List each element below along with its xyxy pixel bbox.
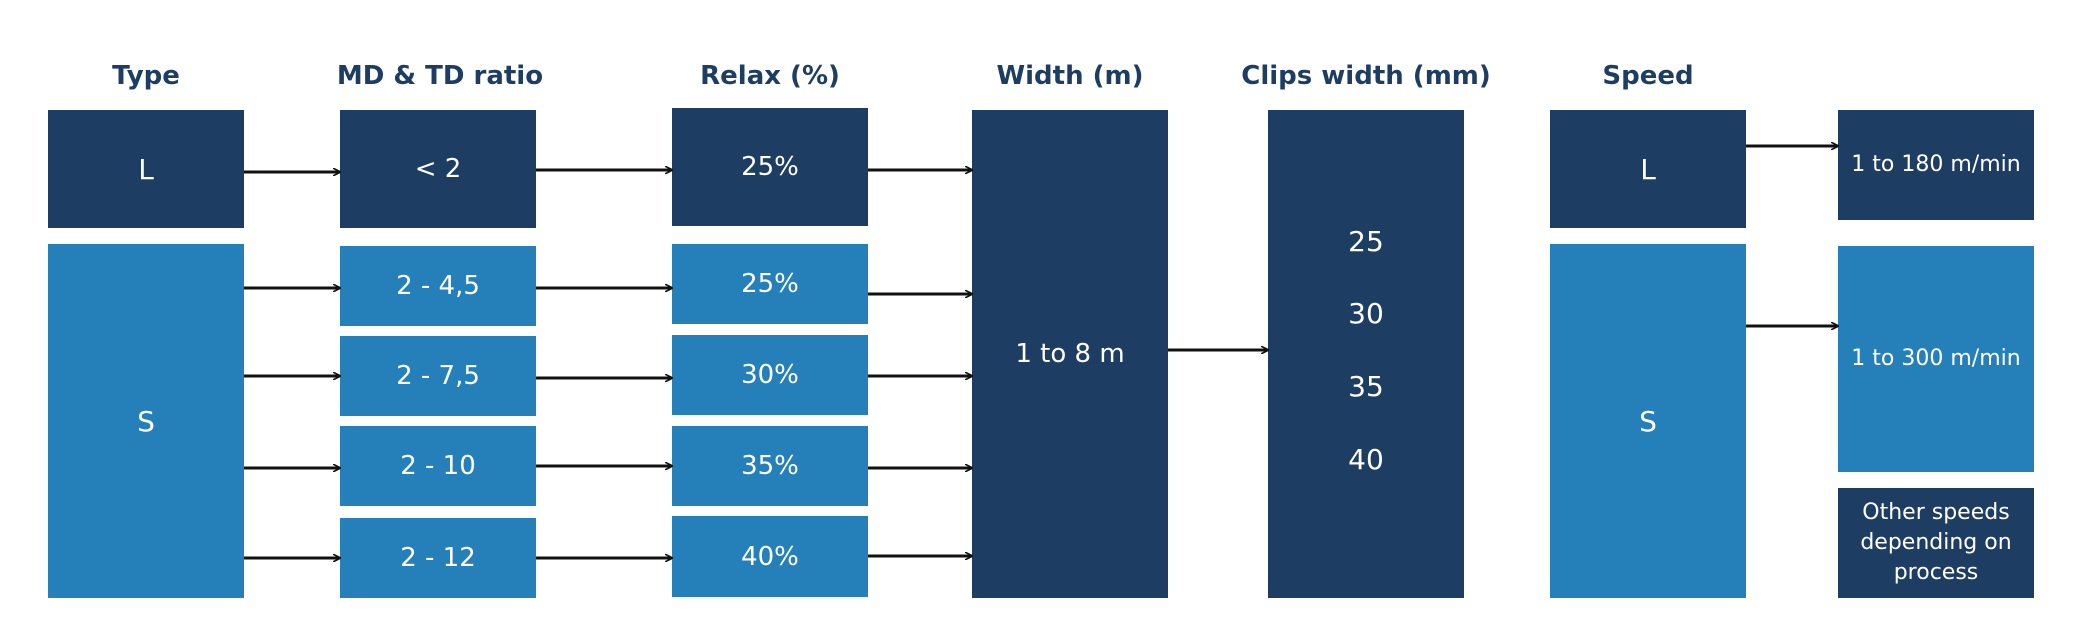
relax-box: 25% xyxy=(672,244,868,324)
ratio-box: 2 - 10 xyxy=(340,426,536,506)
speed-l-box: L xyxy=(1550,110,1746,228)
clips-value: 35 xyxy=(1348,370,1384,403)
ratio-box: 2 - 12 xyxy=(340,518,536,598)
clips-width-box xyxy=(1268,110,1464,598)
clips-value: 40 xyxy=(1348,443,1384,476)
width-box: 1 to 8 m xyxy=(972,110,1168,598)
ratio-box: 2 - 7,5 xyxy=(340,336,536,416)
ratio-box: 2 - 4,5 xyxy=(340,246,536,326)
header-relax: Relax (%) xyxy=(700,61,840,91)
relax-box: 40% xyxy=(672,516,868,597)
relax-box: 35% xyxy=(672,426,868,506)
header-width: Width (m) xyxy=(996,61,1144,91)
clips-value: 25 xyxy=(1348,225,1384,258)
speed-s-box: S xyxy=(1550,244,1746,598)
type-l-box: L xyxy=(48,110,244,228)
speed-value-s-box: 1 to 300 m/min xyxy=(1838,246,2034,472)
relax-box: 25% xyxy=(672,108,868,226)
relax-box: 30% xyxy=(672,335,868,415)
speed-value-other-box: Other speeds depending on process xyxy=(1838,488,2034,598)
header-type: Type xyxy=(112,61,180,91)
type-s-box: S xyxy=(48,244,244,598)
clips-value: 30 xyxy=(1348,297,1384,330)
ratio-box: < 2 xyxy=(340,110,536,228)
speed-value-l-box: 1 to 180 m/min xyxy=(1838,110,2034,220)
header-md-td-ratio: MD & TD ratio xyxy=(336,61,544,91)
header-clips-width: Clips width (mm) xyxy=(1241,61,1491,91)
header-speed: Speed xyxy=(1602,61,1694,91)
